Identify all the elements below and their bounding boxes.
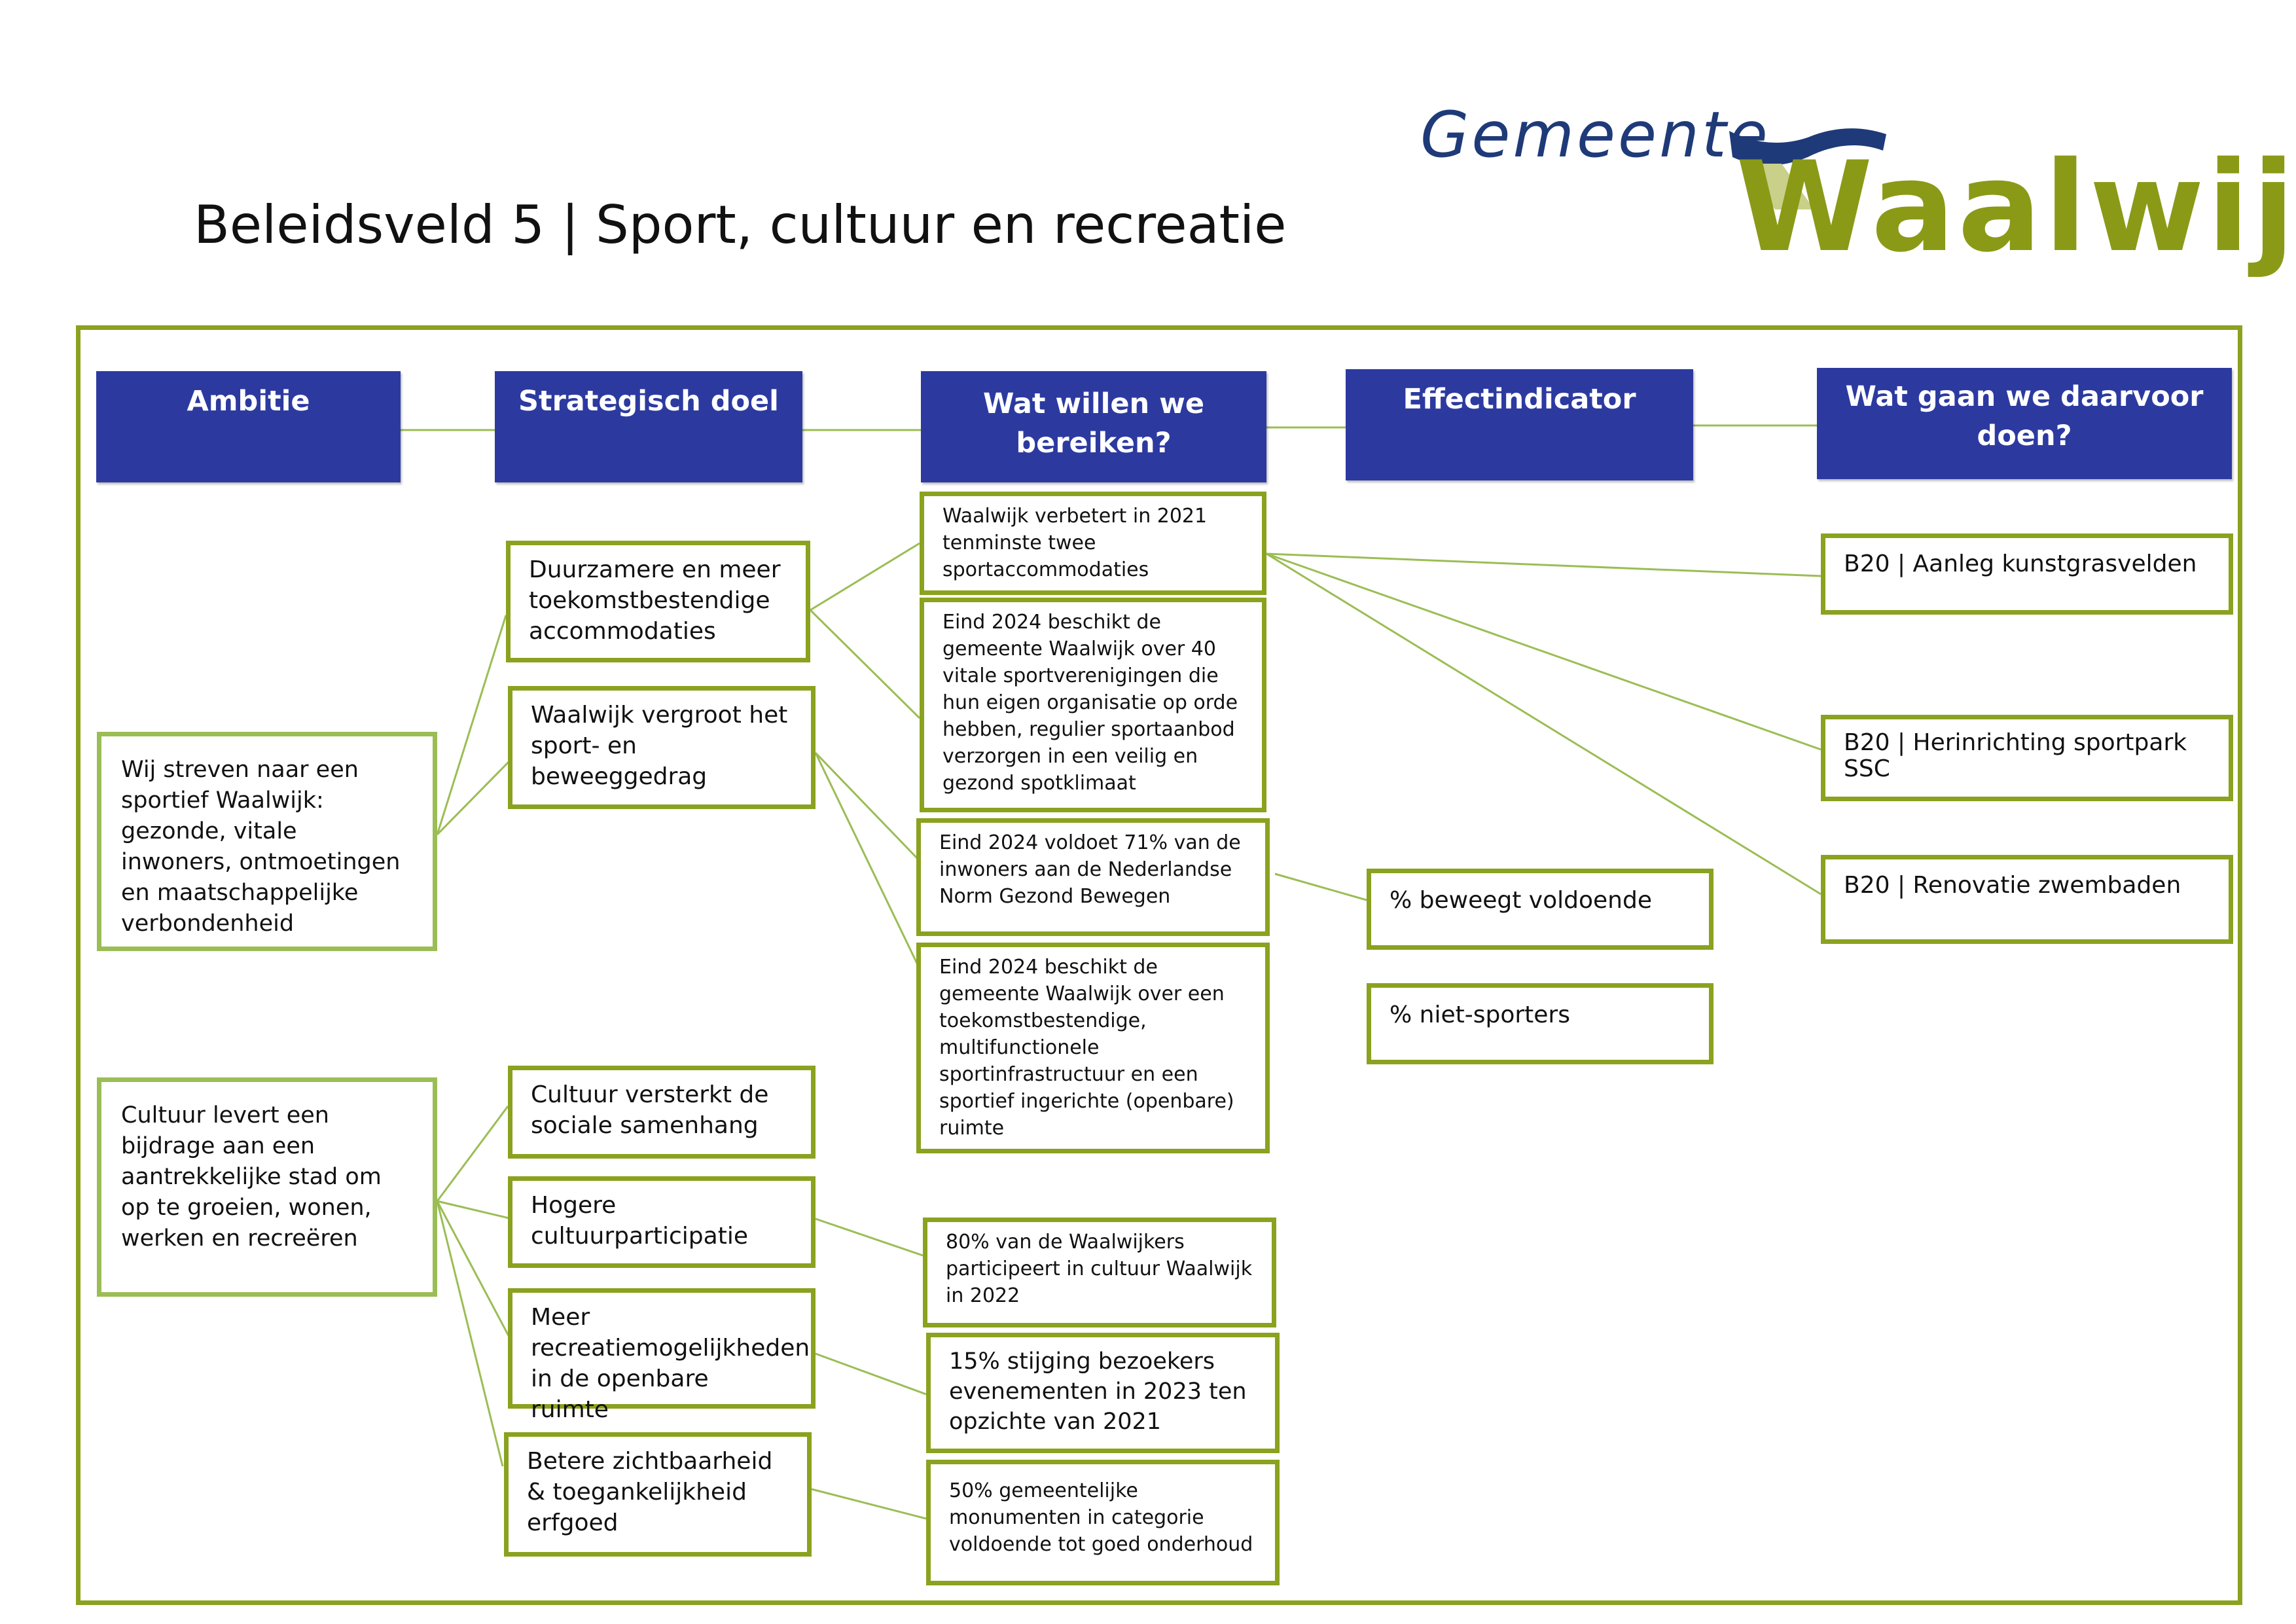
header-wat-willen-we-bereiken: Wat willen we bereiken? xyxy=(921,371,1266,482)
header-wat-gaan-we-doen: Wat gaan we daarvoor doen? xyxy=(1817,368,2232,479)
doel-sport-beweeggedrag: Waalwijk vergroot het sport- en beweegge… xyxy=(508,686,816,809)
page-title: Beleidsveld 5 | Sport, cultuur en recrea… xyxy=(194,194,1287,255)
doel-zichtbaarheid-erfgoed: Betere zichtbaarheid & toegankelijkheid … xyxy=(504,1432,812,1557)
doel-recreatiemogelijkheden: Meer recreatiemogelijkheden in de openba… xyxy=(508,1288,816,1423)
doel-sociale-samenhang: Cultuur versterkt de sociale samenhang xyxy=(508,1066,816,1159)
actie-kunstgrasvelden: B20 | Aanleg kunstgrasvelden xyxy=(1821,533,2233,615)
flag-icon xyxy=(1729,128,1886,209)
resultaat-bezoekers-evenementen: 15% stijging bezoekers evenementen in 20… xyxy=(926,1333,1280,1453)
resultaat-sportaccommodaties: Waalwijk verbetert in 2021 tenminste twe… xyxy=(920,492,1266,595)
resultaat-monumenten: 50% gemeentelijke monumenten in categori… xyxy=(926,1460,1280,1585)
header-effectindicator: Effectindicator xyxy=(1346,369,1693,480)
logo-text-waalwijk: Waalwijk xyxy=(1736,135,2296,280)
diagram-frame xyxy=(76,325,2242,1605)
resultaat-norm-gezond-bewegen: Eind 2024 voldoet 71% van de inwoners aa… xyxy=(916,818,1270,936)
ambitie-sport: Wij streven naar een sportief Waalwijk: … xyxy=(97,732,437,951)
actie-herinrichting-sportpark: B20 | Herinrichting sportpark SSC xyxy=(1821,715,2233,801)
logo-text-gemeente: Gemeente xyxy=(1420,98,1770,171)
resultaat-vitale-sportverenigingen: Eind 2024 beschikt de gemeente Waalwijk … xyxy=(920,598,1266,812)
resultaat-cultuurparticipatie: 80% van de Waalwijkers participeert in c… xyxy=(923,1218,1276,1327)
resultaat-sportinfrastructuur: Eind 2024 beschikt de gemeente Waalwijk … xyxy=(916,943,1270,1153)
doel-cultuurparticipatie: Hogere cultuurparticipatie xyxy=(508,1176,816,1268)
gemeente-waalwijk-logo: Gemeente Waalwijk xyxy=(1420,98,2296,275)
header-strategisch-doel: Strategisch doel xyxy=(495,371,802,482)
indicator-niet-sporters: % niet-sporters xyxy=(1367,983,1713,1064)
doel-duurzame-accommodaties: Duurzamere en meer toekomstbestendige ac… xyxy=(506,541,810,662)
actie-renovatie-zwembaden: B20 | Renovatie zwembaden xyxy=(1821,855,2233,944)
header-ambitie: Ambitie xyxy=(96,371,401,482)
indicator-beweegt-voldoende: % beweegt voldoende xyxy=(1367,869,1713,950)
ambitie-cultuur: Cultuur levert een bijdrage aan een aant… xyxy=(97,1077,437,1297)
